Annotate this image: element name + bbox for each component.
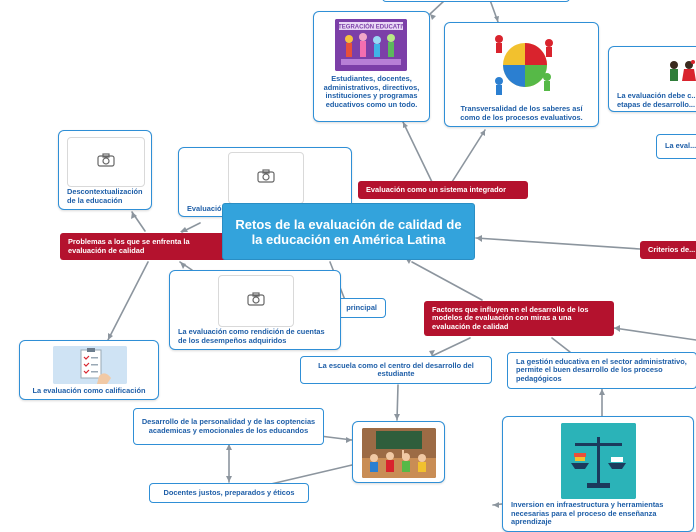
node-la-eval[interactable]: La eval...: [656, 134, 696, 159]
card-calificacion[interactable]: La evaluación como calificación: [19, 340, 159, 400]
card-etapas[interactable]: La evaluación debe c... etapas de desarr…: [608, 46, 696, 112]
node-docentes[interactable]: Docentes justos, preparados y éticos: [149, 483, 309, 503]
camera-icon: [97, 152, 115, 172]
card-integracion-label: Estudiantes, docentes, administrativos, …: [323, 74, 420, 109]
card-transversalidad[interactable]: Transversalidad de los saberes así como …: [444, 22, 599, 127]
camera-icon: [247, 291, 265, 311]
image-placeholder: [67, 137, 145, 187]
topic-problemas-label: Problemas a los que se enfrenta la evalu…: [68, 237, 190, 255]
integration-image-caption: INTEGRACIÓN EDUCATIVA: [335, 23, 407, 31]
node-la-eval-label: La eval...: [665, 141, 696, 151]
topic-criterios[interactable]: Criterios de...: [640, 241, 696, 259]
node-personalidad-label: Desarrollo de la personalidad y de las c…: [141, 417, 316, 435]
node-principal-label: principal: [346, 302, 377, 312]
topic-sistema-integrador[interactable]: Evaluación como un sistema integrador: [358, 181, 528, 199]
central-topic-title: Retos de la evaluación de calidad de la …: [235, 216, 462, 247]
card-calificacion-label: La evaluación como calificación: [32, 386, 146, 395]
top-partial-card[interactable]: [382, 0, 570, 2]
image-placeholder: [218, 275, 294, 327]
camera-icon: [257, 168, 275, 188]
checklist-image: [53, 346, 127, 384]
card-inversion-label: Inversion en infraestructura y herramien…: [511, 500, 664, 526]
topic-factores[interactable]: Factores que influyen en el desarrollo d…: [424, 301, 614, 336]
central-topic[interactable]: Retos de la evaluación de calidad de la …: [222, 203, 475, 260]
topic-criterios-label: Criterios de...: [648, 244, 696, 254]
topic-factores-label: Factores que influyen en el desarrollo d…: [432, 304, 589, 331]
books-scale-image: [561, 423, 636, 499]
topic-problemas[interactable]: Problemas a los que se enfrenta la evalu…: [60, 233, 232, 260]
classroom-image: [362, 428, 436, 478]
puzzle-image: [485, 29, 561, 99]
card-transversalidad-label: Transversalidad de los saberes así como …: [460, 104, 583, 122]
node-personalidad[interactable]: Desarrollo de la personalidad y de las c…: [133, 408, 324, 445]
node-escuela[interactable]: La escuela como el centro del desarrollo…: [300, 356, 492, 384]
image-placeholder: [228, 152, 304, 204]
node-escuela-label: La escuela como el centro del desarrollo…: [318, 360, 474, 378]
node-docentes-label: Docentes justos, preparados y éticos: [163, 487, 295, 497]
node-gestion-label: La gestión educativa en el sector admini…: [516, 356, 687, 383]
topic-sistema-integrador-label: Evaluación como un sistema integrador: [366, 184, 507, 194]
card-rendicion-label: La evaluación como rendición de cuentas …: [178, 327, 325, 345]
people-image: [665, 57, 696, 85]
card-etapas-label: La evaluación debe c... etapas de desarr…: [617, 91, 696, 109]
card-inversion[interactable]: Inversion en infraestructura y herramien…: [502, 416, 694, 532]
node-gestion[interactable]: La gestión educativa en el sector admini…: [507, 352, 696, 389]
card-rendicion[interactable]: La evaluación como rendición de cuentas …: [169, 270, 341, 350]
integration-image: INTEGRACIÓN EDUCATIVA: [335, 19, 407, 71]
card-integracion[interactable]: INTEGRACIÓN EDUCATIVA Estudiantes, docen…: [313, 11, 430, 122]
card-evaluacion-partial-label: Evaluació...: [187, 204, 228, 213]
card-classroom[interactable]: [352, 421, 445, 483]
card-descontextualizacion[interactable]: Descontextualización de la educación: [58, 130, 152, 210]
card-descontextualizacion-label: Descontextualización de la educación: [67, 187, 143, 205]
